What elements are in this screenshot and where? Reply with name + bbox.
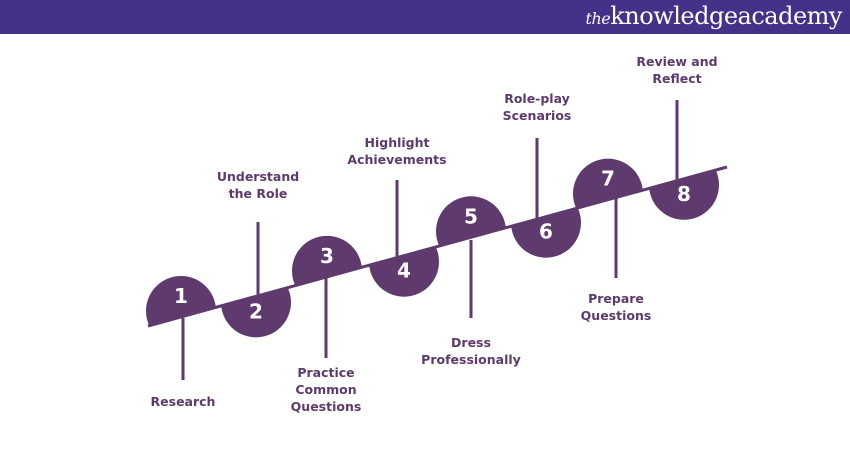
label-line: Questions — [580, 308, 652, 323]
step-2-label: Understand the Role — [217, 168, 299, 202]
step-1-number: 1 — [174, 284, 188, 308]
label-line: Role-play — [504, 91, 570, 106]
step-3-number: 3 — [320, 244, 334, 268]
brand-logo: theknowledgeacademy — [585, 2, 843, 30]
label-line: Research — [150, 394, 216, 409]
label-line: Questions — [290, 399, 362, 414]
label-line: Common — [295, 382, 357, 397]
label-line: Review and — [636, 54, 718, 69]
label-line: Professionally — [421, 352, 521, 367]
label-line: Highlight — [364, 135, 430, 150]
timeline-diagonal — [147, 165, 728, 328]
label-line: the Role — [228, 186, 288, 201]
label-line: Reflect — [652, 71, 702, 86]
step-2-number: 2 — [249, 299, 263, 323]
step-4-number: 4 — [397, 259, 411, 283]
label-line: Prepare — [588, 291, 644, 306]
step-1-label: Research — [151, 393, 216, 410]
header-bar: theknowledgeacademy — [0, 0, 850, 34]
label-line: Understand — [216, 169, 300, 184]
label-line: Dress — [451, 335, 491, 350]
step-5-number: 5 — [464, 204, 478, 228]
label-line: Scenarios — [502, 108, 572, 123]
label-line: Practice — [297, 365, 355, 380]
step-7-number: 7 — [601, 167, 615, 191]
label-line: Achievements — [347, 152, 447, 167]
step-8-number: 8 — [677, 182, 691, 206]
step-6-number: 6 — [539, 220, 553, 244]
